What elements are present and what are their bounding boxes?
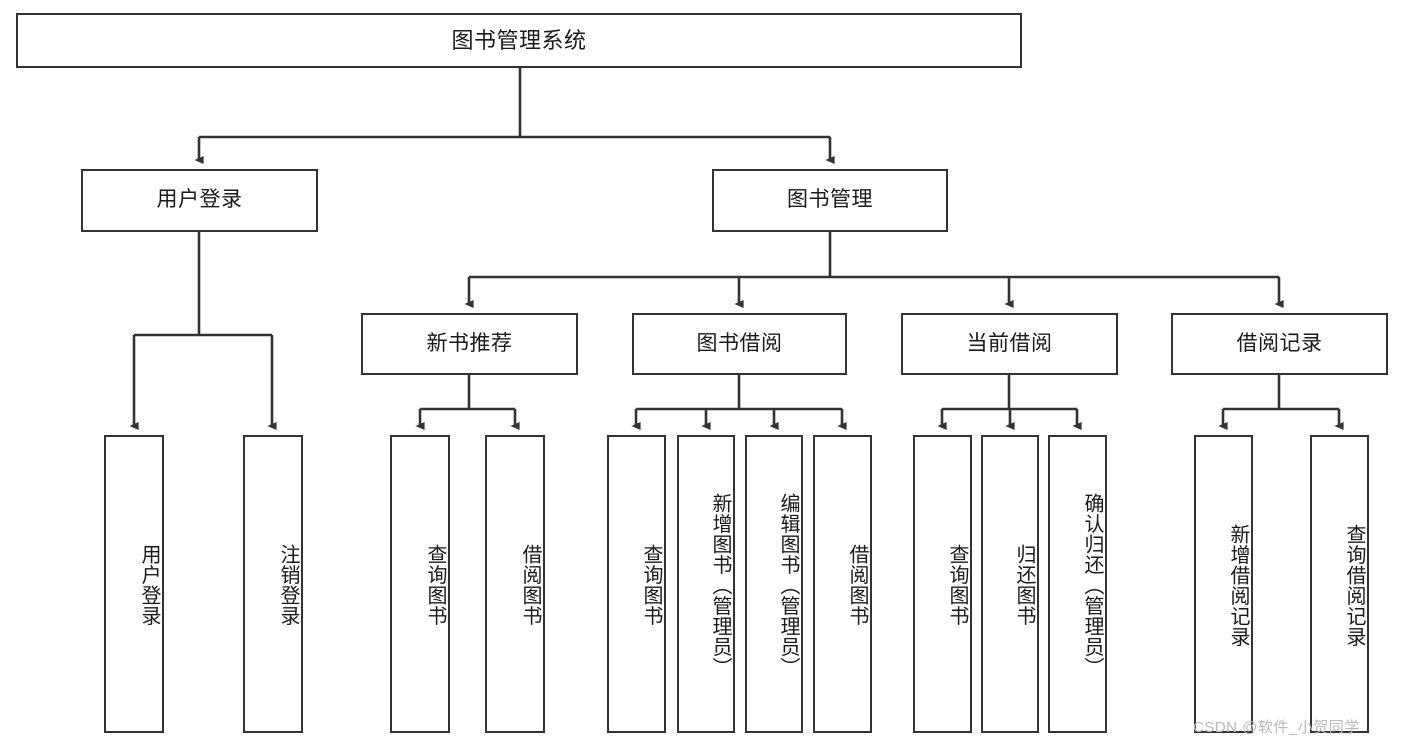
leaf-query-book-recommend[interactable]: 查询图书 [390,435,450,733]
leaf-user-login[interactable]: 用户登录 [104,435,164,733]
node-book-borrow[interactable]: 图书借阅 [632,313,847,375]
leaf-confirm-return-admin[interactable]: 确认归还（管理员） [1048,435,1107,733]
leaf-query-book-current[interactable]: 查询图书 [913,435,972,733]
leaf-edit-book-admin[interactable]: 编辑图书（管理员） [745,435,803,733]
node-borrow-record[interactable]: 借阅记录 [1171,313,1388,375]
node-current-borrow[interactable]: 当前借阅 [901,313,1118,375]
node-root[interactable]: 图书管理系统 [16,13,1022,68]
leaf-add-borrow-record[interactable]: 新增借阅记录 [1194,435,1253,733]
node-book-manage[interactable]: 图书管理 [712,169,948,232]
leaf-query-book-borrow[interactable]: 查询图书 [607,435,666,733]
leaf-query-borrow-record[interactable]: 查询借阅记录 [1310,435,1369,733]
leaf-user-logout[interactable]: 注销登录 [243,435,303,733]
node-user-login[interactable]: 用户登录 [81,169,318,232]
leaf-borrow-book-recommend[interactable]: 借阅图书 [485,435,545,733]
leaf-borrow-book[interactable]: 借阅图书 [813,435,872,733]
leaf-add-book-admin[interactable]: 新增图书（管理员） [677,435,735,733]
leaf-return-book[interactable]: 归还图书 [981,435,1039,733]
node-new-book-recommend[interactable]: 新书推荐 [361,313,578,375]
